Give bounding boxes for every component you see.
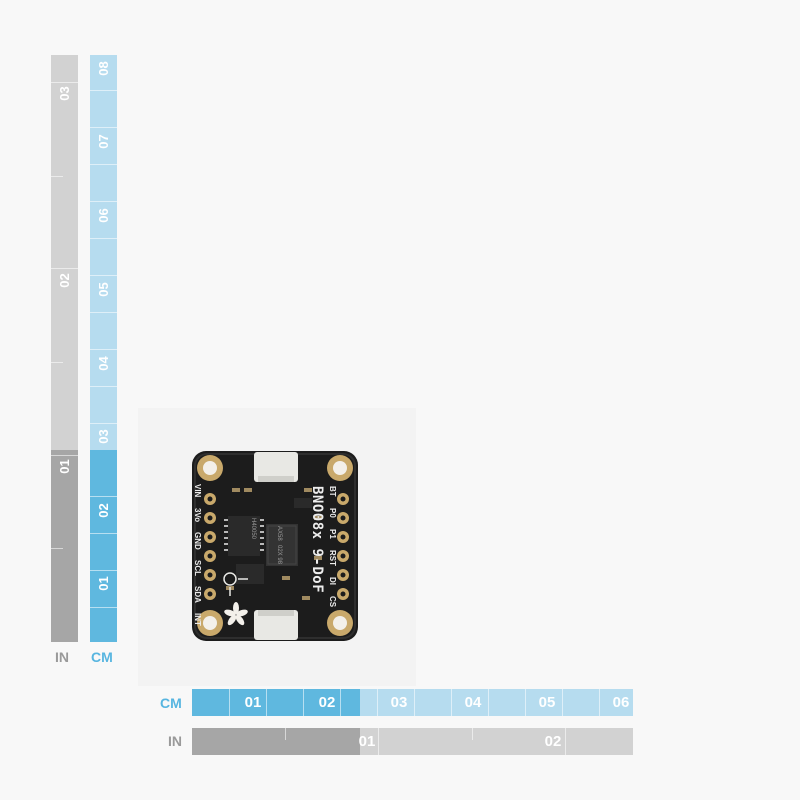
cm-tick [266, 689, 267, 716]
cm-label: 03 [96, 429, 111, 444]
pin-label: DI [328, 577, 337, 586]
cm-label: 02 [96, 503, 111, 518]
bno08x-breakout-board: BNO08x 9-DoF VIN 3Vo GND SCL SDA INT BT … [186, 446, 364, 646]
chip-text: H40050 [250, 518, 256, 540]
cm-tick [90, 164, 117, 165]
cm-tick [90, 90, 117, 91]
pin-label: VIN [193, 484, 202, 498]
cm-tick [90, 386, 117, 387]
cm-label: 04 [464, 694, 482, 711]
chip-marking: AX58 02X 98 [268, 526, 282, 564]
board-illustration [192, 451, 358, 641]
cm-tick [377, 689, 378, 716]
cm-tick [562, 689, 563, 716]
cm-ruler-dark-segment [90, 450, 117, 642]
in-tick [51, 455, 78, 456]
pin-label: RST [328, 549, 337, 566]
cm-tick [90, 496, 117, 497]
cm-tick [414, 689, 415, 716]
pin-label: GND [193, 531, 202, 550]
cm-label: 08 [96, 61, 111, 76]
board-title: BNO08x 9-DoF [309, 486, 325, 594]
in-ruler-light-segment [360, 728, 633, 755]
cm-label: 01 [96, 576, 111, 591]
cm-label: 06 [96, 208, 111, 223]
cm-tick [90, 201, 117, 202]
pin-label: BT [328, 486, 337, 497]
cm-label: 01 [244, 694, 262, 711]
in-ruler-dark-segment [51, 450, 78, 642]
cm-tick [90, 127, 117, 128]
in-label: 02 [57, 273, 72, 288]
pin-label: INT [193, 613, 202, 627]
in-tick [472, 728, 473, 740]
in-label: 02 [544, 733, 562, 750]
horizontal-cm-unit-label: CM [160, 695, 182, 711]
cm-label: 05 [96, 282, 111, 297]
cm-tick [90, 349, 117, 350]
cm-label: 04 [96, 356, 111, 371]
cm-label: 05 [538, 694, 556, 711]
cm-tick [488, 689, 489, 716]
in-ruler-dark-segment [192, 728, 360, 755]
cm-tick [90, 275, 117, 276]
cm-tick [451, 689, 452, 716]
cm-label: 03 [390, 694, 408, 711]
left-pin-labels: VIN 3Vo GND SCL SDA INT [188, 484, 202, 626]
cm-tick [90, 238, 117, 239]
in-tick [51, 362, 63, 363]
in-label: 01 [358, 733, 376, 750]
horizontal-in-unit-label: IN [168, 733, 182, 749]
in-label: 03 [57, 86, 72, 101]
pin-label: 3Vo [193, 507, 202, 522]
in-tick [51, 176, 63, 177]
in-tick [51, 548, 63, 549]
cm-tick [90, 570, 117, 571]
pin-label: SCL [193, 559, 202, 576]
vertical-in-unit-label: IN [55, 649, 69, 665]
chip-marking-2: H40050 [246, 518, 256, 539]
cm-tick [90, 423, 117, 424]
chip-text: AX58 [276, 526, 282, 541]
chip-text: 02X 98 [276, 545, 282, 565]
cm-tick [340, 689, 341, 716]
in-tick [378, 728, 379, 755]
cm-ruler-light-segment [90, 55, 117, 450]
cm-label: 07 [96, 134, 111, 149]
cm-ruler-dark-segment [192, 689, 360, 716]
in-tick [51, 82, 78, 83]
in-label: 01 [57, 459, 72, 474]
cm-label: 06 [612, 694, 630, 711]
cm-tick [525, 689, 526, 716]
pin-label: SDA [193, 586, 202, 604]
in-tick [285, 728, 286, 740]
cm-label: 02 [318, 694, 336, 711]
pin-label: P0 [328, 507, 337, 518]
pin-label: CS [328, 596, 337, 608]
cm-tick [303, 689, 304, 716]
pin-label: P1 [328, 528, 337, 539]
cm-tick [90, 533, 117, 534]
vertical-cm-unit-label: CM [91, 649, 113, 665]
cm-ruler-light-segment [360, 689, 633, 716]
cm-tick [229, 689, 230, 716]
cm-tick [599, 689, 600, 716]
in-ruler-light-segment [51, 55, 78, 450]
cm-tick [90, 607, 117, 608]
right-pin-labels: BT P0 P1 RST DI CS [325, 486, 337, 608]
cm-tick [90, 312, 117, 313]
in-tick [51, 268, 78, 269]
in-tick [565, 728, 566, 755]
